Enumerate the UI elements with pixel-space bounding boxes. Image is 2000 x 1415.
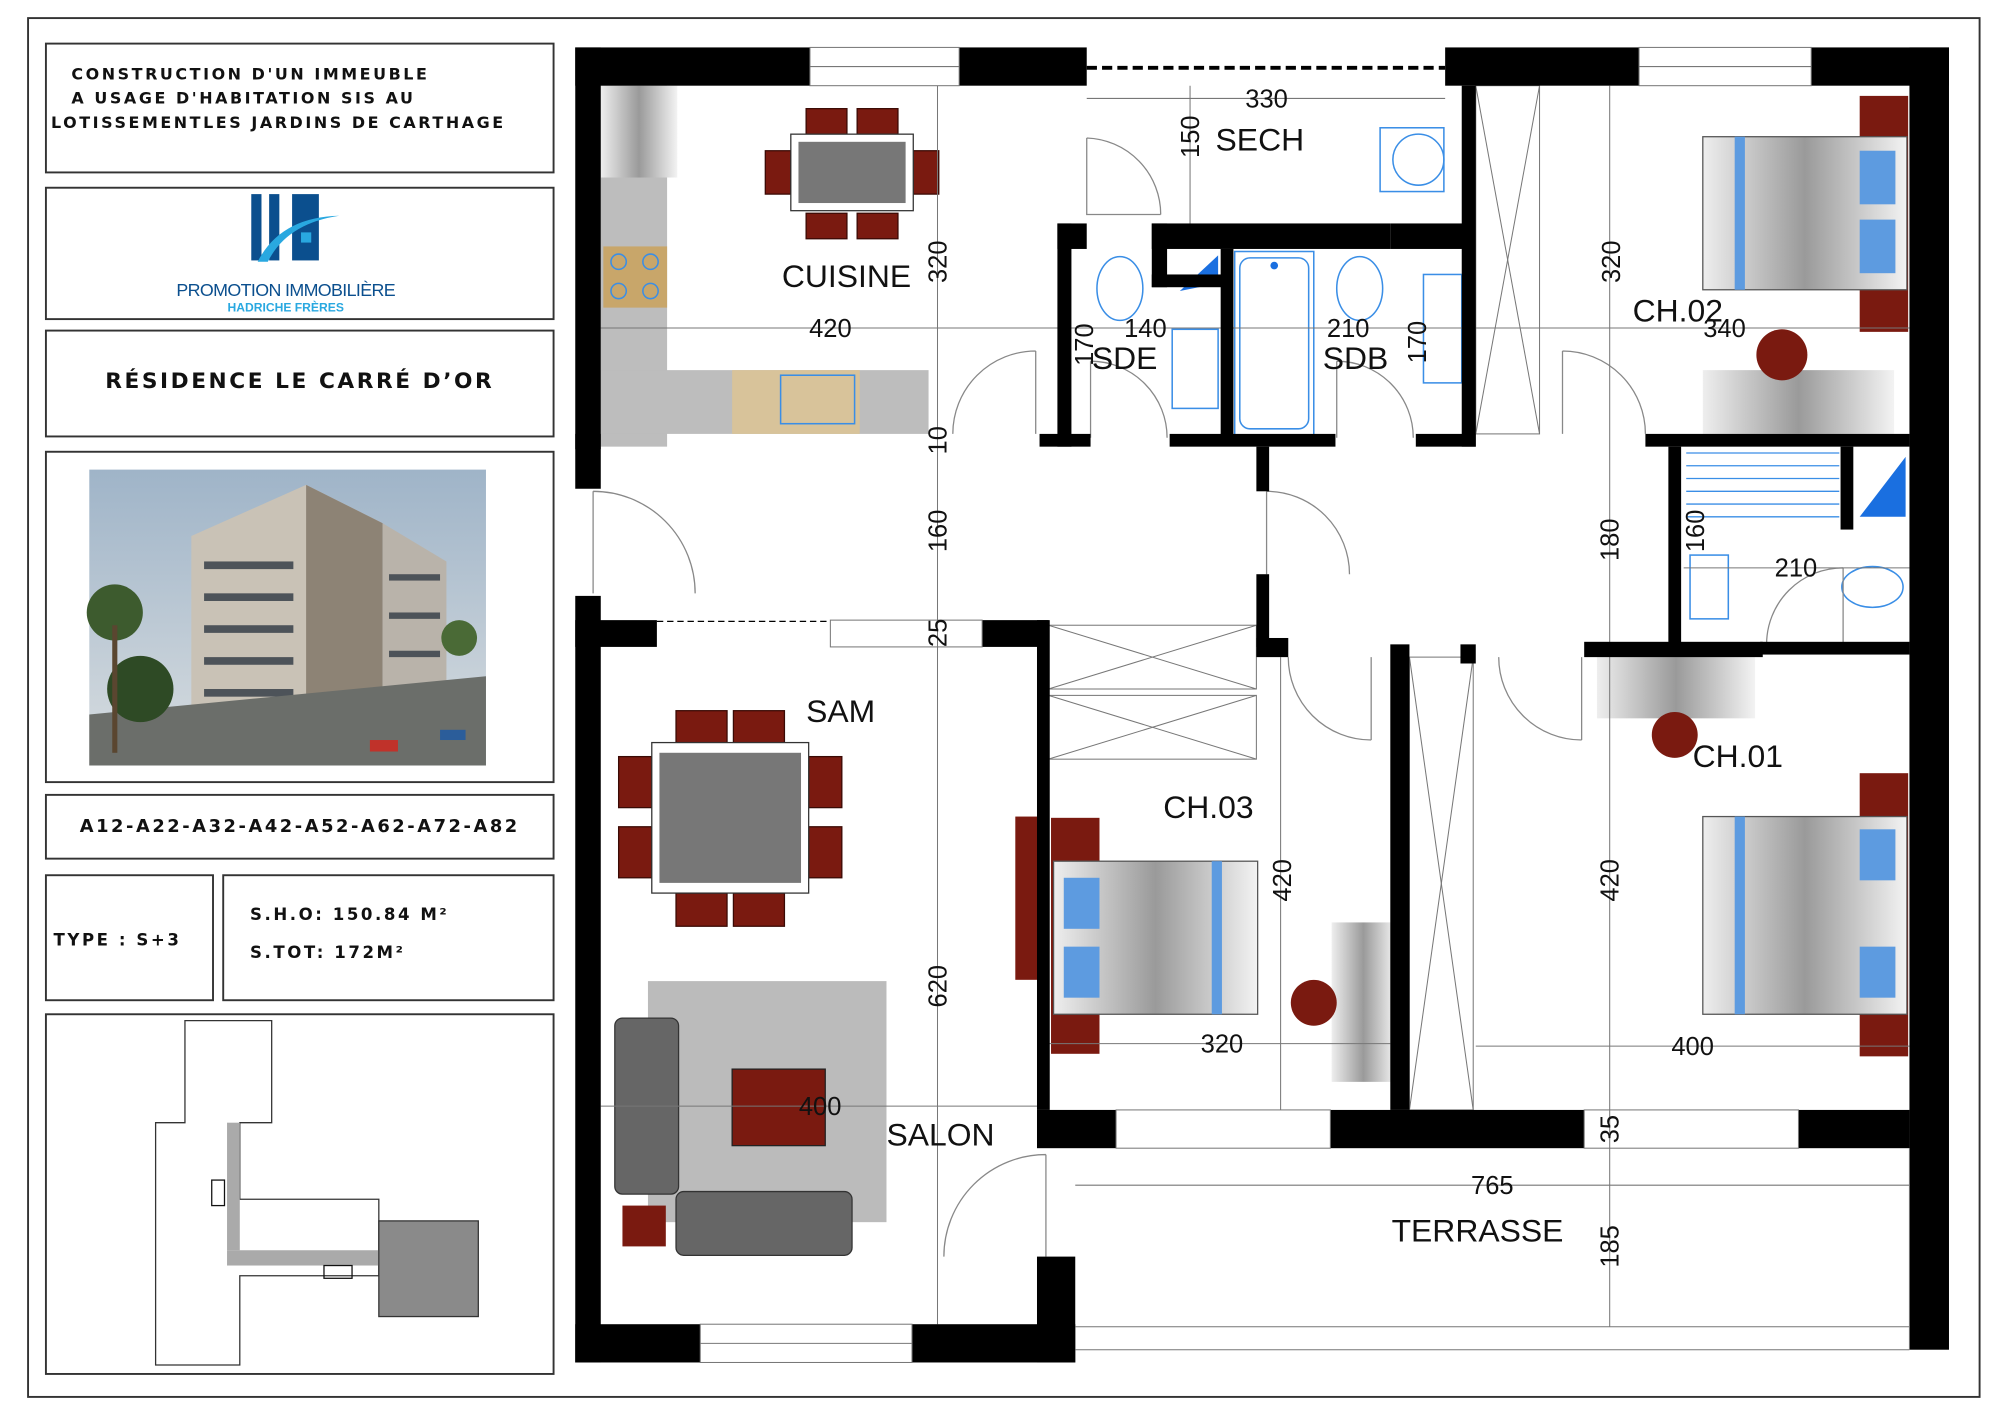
residence-name: RÉSIDENCE LE CARRÉ D’OR <box>105 368 494 394</box>
desk-ch01 <box>1596 654 1756 719</box>
residence-box: RÉSIDENCE LE CARRÉ D’OR <box>44 329 555 438</box>
dim-sdb-height: 170 <box>1404 321 1432 364</box>
title-line-1: CONSTRUCTION D'UN IMMEUBLE <box>71 64 429 83</box>
dim-ch02-width: 340 <box>1703 315 1746 343</box>
dim-hall2-height: 180 <box>1597 518 1625 561</box>
dim-wall-25: 25 <box>924 619 952 647</box>
room-label-ch03: CH.03 <box>1163 789 1253 825</box>
building-photo-box <box>44 450 555 784</box>
sho-area: S.H.O: 150.84 M² <box>250 905 449 924</box>
dim-wc-height: 160 <box>1682 510 1710 553</box>
title-line-3: LOTISSEMENTLES JARDINS DE CARTHAGE <box>51 113 506 132</box>
desk-ch02 <box>1702 370 1895 434</box>
walls <box>575 47 1949 1363</box>
dim-sdb-width: 210 <box>1327 315 1370 343</box>
key-plan-drawing <box>154 1019 479 1366</box>
room-label-sam: SAM <box>806 693 875 729</box>
door-swings <box>592 137 1844 1257</box>
windows <box>699 46 1910 1363</box>
kitchen-dining-table <box>764 108 940 240</box>
room-label-cuisine: CUISINE <box>782 258 911 294</box>
dim-hall-height: 160 <box>924 510 952 553</box>
dim-wall-35: 35 <box>1597 1115 1625 1143</box>
dim-ch01-height: 420 <box>1597 859 1625 902</box>
logo-company-name: PROMOTION IMMOBILIÈRE <box>176 280 395 300</box>
washing-machine <box>1379 127 1445 193</box>
apartment-codes: A12-A22-A32-A42-A52-A62-A72-A82 <box>80 816 520 837</box>
room-label-terrasse: TERRASSE <box>1392 1212 1564 1248</box>
logo-box: PROMOTION IMMOBILIÈRE HADRICHE FRÈRES <box>44 186 555 321</box>
project-title-box: CONSTRUCTION D'UN IMMEUBLE A USAGE D'HAB… <box>44 42 555 174</box>
apartment-codes-box: A12-A22-A32-A42-A52-A62-A72-A82 <box>44 793 555 860</box>
bed-ch02 <box>1702 95 1909 434</box>
dimension-lines <box>600 85 1910 1327</box>
fridge <box>600 85 678 178</box>
dining-table <box>617 710 843 927</box>
room-label-sdb: SDB <box>1323 340 1389 376</box>
key-plan-box <box>44 1013 555 1375</box>
dim-cuisine-height: 320 <box>924 240 952 283</box>
desk-ch03 <box>1331 922 1396 1082</box>
dim-ch03-height: 420 <box>1269 859 1297 902</box>
dim-wall-10: 10 <box>924 426 952 454</box>
room-label-sde: SDE <box>1092 340 1158 376</box>
type-box: TYPE : S+3 <box>44 874 214 1002</box>
dim-sam-height: 620 <box>924 965 952 1008</box>
room-label-sech: SECH <box>1216 122 1305 158</box>
kitchen-counter <box>600 85 929 447</box>
room-label-ch01: CH.01 <box>1693 738 1783 774</box>
dim-sech-width: 330 <box>1245 85 1288 113</box>
living-room-furniture <box>614 981 887 1256</box>
dim-salon-width: 400 <box>799 1093 842 1121</box>
room-label-ch02: CH.02 <box>1633 293 1723 329</box>
logo-subtitle: HADRICHE FRÈRES <box>228 299 344 314</box>
title-line-2: A USAGE D'HABITATION SIS AU <box>71 89 415 108</box>
area-box: S.H.O: 150.84 M² S.TOT: 172M² <box>222 874 555 1002</box>
room-label-salon: SALON <box>886 1117 994 1153</box>
apartment-type: TYPE : S+3 <box>54 930 182 949</box>
dim-wc-width: 210 <box>1775 555 1818 583</box>
bed-ch01 <box>1596 654 1909 1057</box>
dim-sde-width: 140 <box>1124 315 1167 343</box>
wc-fixtures <box>1686 452 1906 620</box>
dim-cuisine-width: 420 <box>809 315 852 343</box>
sheet-border <box>27 17 1981 1398</box>
company-logo <box>251 194 340 262</box>
bed-ch03 <box>1015 816 1396 1082</box>
dim-terrasse-width: 765 <box>1471 1172 1514 1200</box>
dim-ch03-width: 320 <box>1201 1031 1244 1059</box>
building-rendering-image <box>86 469 486 766</box>
coffee-table <box>731 1068 826 1147</box>
bathtub <box>1233 250 1315 438</box>
dim-ch02-height: 320 <box>1598 240 1626 283</box>
dim-sde-height: 170 <box>1071 323 1099 366</box>
dim-ch01-width: 400 <box>1671 1033 1714 1061</box>
total-area: S.TOT: 172M² <box>250 943 405 962</box>
dim-terrasse-height: 185 <box>1597 1225 1625 1268</box>
floor-plan: CUISINE SECH SDE SDB CH.02 SAM CH.01 CH.… <box>575 46 1949 1363</box>
dim-sech-height: 150 <box>1177 115 1205 158</box>
